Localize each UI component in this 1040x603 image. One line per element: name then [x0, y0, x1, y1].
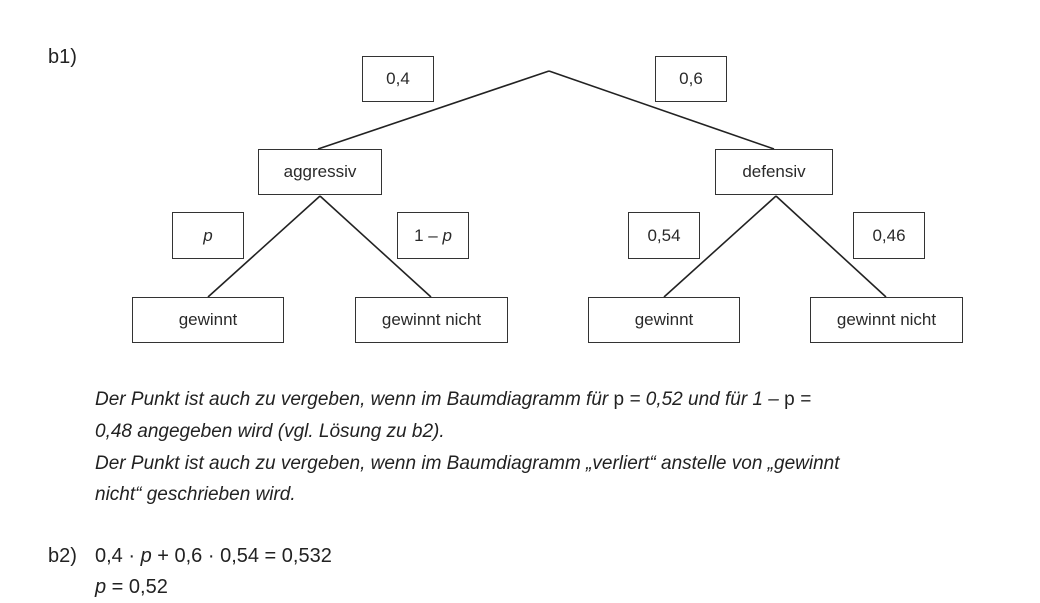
prob-value: 0,6: [679, 69, 703, 88]
leaf-label: gewinnt: [634, 310, 694, 329]
note-line-1: Der Punkt ist auch zu vergeben, wenn im …: [95, 389, 811, 411]
leaf-defensiv-gewinnt: gewinnt: [588, 297, 740, 343]
note-text: = 0,52 und für 1 –: [624, 389, 785, 410]
equation-line-2: p = 0,52: [95, 576, 168, 599]
node-label: aggressiv: [283, 162, 357, 181]
equation-text: = 0,52: [106, 576, 168, 598]
prob-value: 0,46: [872, 225, 906, 245]
prob-value: p: [203, 225, 213, 245]
prob-value-variable: p: [442, 225, 452, 245]
note-line-3: Der Punkt ist auch zu vergeben, wenn im …: [95, 453, 840, 474]
branch-aggressiv-lose: [319, 195, 432, 298]
equation-text: 0,4 ·: [95, 545, 141, 567]
equation-variable: p: [140, 545, 152, 567]
equation-line-1: 0,4 · p + 0,6 · 0,54 = 0,532: [95, 545, 332, 568]
leaf-label: gewinnt: [178, 310, 238, 329]
note-text: Der Punkt ist auch zu vergeben, wenn im …: [95, 389, 614, 410]
leaf-aggressiv-gewinnt: gewinnt: [132, 297, 284, 343]
note-variable: p: [784, 389, 795, 410]
b1-label: b1): [48, 46, 77, 68]
note-line-2: 0,48 angegeben wird (vgl. Lösung zu b2).: [95, 421, 445, 442]
note-variable: p: [613, 389, 625, 410]
node-defensiv: defensiv: [715, 149, 833, 195]
equation-variable: p: [95, 576, 107, 598]
node-label: defensiv: [742, 162, 806, 181]
prob-box-defensiv-lose: 0,46: [853, 212, 925, 259]
node-aggressiv: aggressiv: [258, 149, 382, 195]
branch-root-left: [317, 70, 550, 150]
note-text: =: [794, 389, 812, 410]
prob-box-defensiv-win: 0,54: [628, 212, 700, 259]
branch-aggressiv-win: [207, 195, 321, 298]
branch-defensiv-lose: [775, 195, 887, 298]
prob-box-aggressiv-lose: 1 – p: [397, 212, 469, 259]
leaf-label: gewinnt nicht: [381, 310, 482, 329]
prob-box-root-left: 0,4: [362, 56, 434, 102]
prob-box-root-right: 0,6: [655, 56, 727, 102]
branch-root-right: [548, 70, 775, 150]
leaf-aggressiv-gewinnt-nicht: gewinnt nicht: [355, 297, 508, 343]
prob-value: 0,4: [386, 69, 410, 88]
prob-value: 1 – p: [414, 226, 452, 246]
leaf-label: gewinnt nicht: [836, 310, 937, 329]
prob-value: 0,54: [647, 225, 681, 245]
prob-value-number: 1 –: [414, 225, 443, 245]
prob-box-aggressiv-win: p: [172, 212, 244, 259]
note-line-4: nicht“ geschrieben wird.: [95, 484, 296, 505]
leaf-defensiv-gewinnt-nicht: gewinnt nicht: [810, 297, 963, 343]
branch-defensiv-win: [663, 195, 777, 298]
equation-text: + 0,6 · 0,54 = 0,532: [151, 545, 332, 567]
b2-label: b2): [48, 545, 77, 567]
